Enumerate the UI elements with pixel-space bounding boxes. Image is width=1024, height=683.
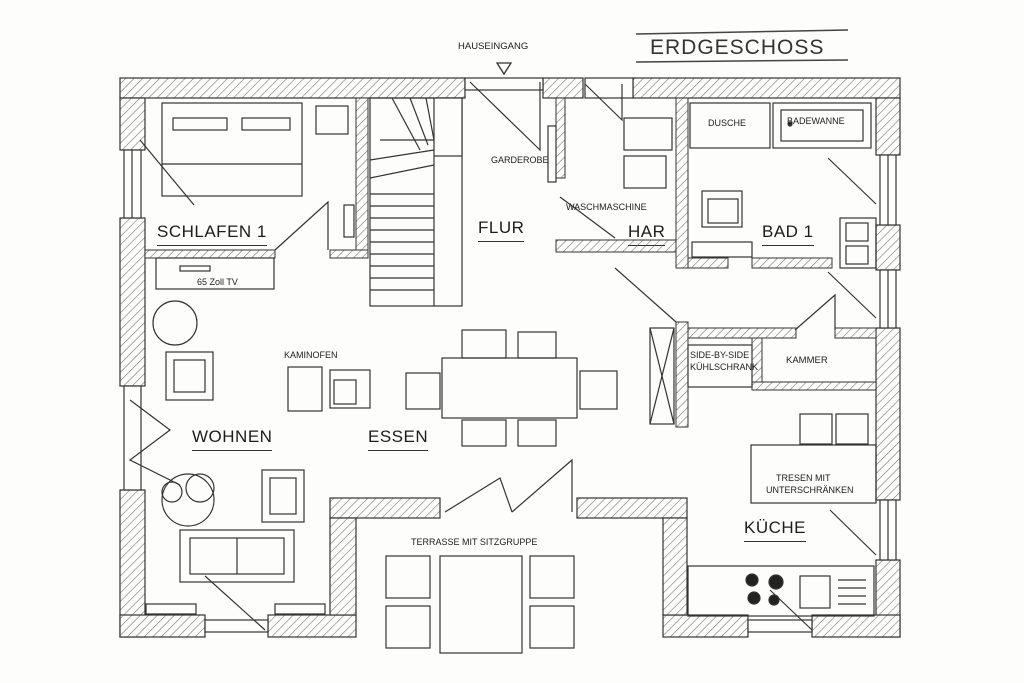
exterior-walls	[119, 77, 901, 638]
dusche-label: DUSCHE	[708, 118, 747, 128]
waschmaschine-label: WASCHMASCHINE	[566, 202, 647, 212]
badewanne-label: BADEWANNE	[787, 116, 845, 126]
fridge-label-line2: KÜHLSCHRANK	[690, 362, 759, 372]
entrance-label: HAUSEINGANG	[458, 41, 529, 52]
room-wohnen-label: WOHNEN	[192, 427, 273, 451]
room-har-label: HAR	[628, 222, 666, 246]
bed-icon	[161, 102, 303, 197]
furniture	[152, 102, 877, 654]
sink-icon	[839, 217, 877, 269]
sofa-icon	[179, 529, 295, 583]
windows	[123, 77, 897, 633]
entrance-arrow-icon	[495, 62, 513, 76]
door-swings	[128, 81, 877, 631]
terrace-table-icon	[439, 555, 523, 654]
bathtub-icon	[772, 102, 872, 149]
plant-icon	[161, 473, 215, 527]
dining-table-icon	[441, 357, 578, 419]
room-kammer-label: KAMMER	[786, 355, 828, 366]
terrace-label: TERRASSE MIT SITZGRUPPE	[411, 537, 538, 547]
shower-icon	[689, 102, 771, 149]
garderobe-label: GARDEROBE	[491, 155, 549, 165]
interior-walls	[144, 97, 877, 428]
counter-icon	[750, 444, 877, 504]
room-schlafen-label: SCHLAFEN 1	[157, 222, 267, 246]
room-essen-label: ESSEN	[368, 427, 429, 451]
room-flur-label: FLUR	[478, 218, 525, 242]
counter-label-line2: UNTERSCHRÄNKEN	[766, 485, 854, 495]
staircase	[369, 97, 463, 307]
kitchen-counter-icon	[687, 565, 875, 617]
counter-label-line1: TRESEN MIT	[776, 473, 831, 483]
fridge-icon	[687, 344, 753, 388]
tv-icon	[155, 257, 275, 290]
tv-label: 65 Zoll TV	[197, 277, 238, 287]
fridge-label-line1: SIDE-BY-SIDE	[690, 350, 750, 360]
room-kueche-label: KÜCHE	[744, 518, 807, 542]
stove-icon	[287, 366, 323, 412]
kaminofen-label: KAMINOFEN	[284, 350, 338, 360]
room-bad-label: BAD 1	[762, 222, 814, 246]
plan-title: ERDGESCHOSS	[650, 36, 825, 59]
side-table-icon	[152, 300, 198, 346]
